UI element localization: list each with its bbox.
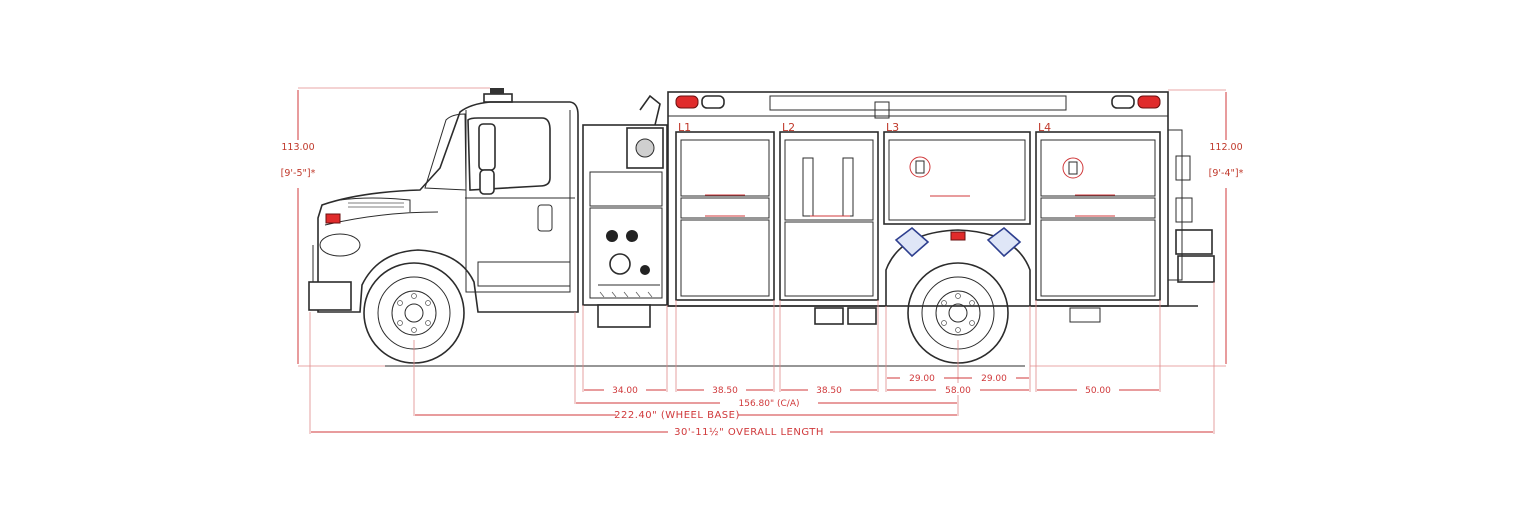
dim-l1-38-50: 38.50: [712, 386, 738, 396]
rear-top-lamp-left-clear: [701, 95, 725, 109]
rear-wheel-well: [885, 229, 1031, 306]
roof-beacon: [490, 88, 504, 94]
cylinder-holder-right: [986, 226, 1022, 258]
label-l1: L1: [678, 121, 691, 134]
roof-lightbar: [483, 93, 513, 103]
cab-body: [317, 101, 579, 313]
gauge-1: [606, 230, 618, 242]
rear-top-lamp-left-red: [675, 95, 699, 109]
compartment-l4: [1035, 131, 1161, 301]
dimension-ca: 156.80" (C/A): [576, 396, 957, 409]
cylinder-holder-left: [894, 226, 930, 258]
dim-l4-50: 50.00: [1085, 386, 1111, 396]
dim-axle-rear-29: 29.00: [981, 374, 1007, 384]
dim-wheel-base: 222.40" (WHEEL BASE): [614, 410, 740, 421]
rear-top-lamp-right-clear: [1111, 95, 1135, 109]
front-bumper: [308, 281, 352, 311]
side-mirror: [478, 123, 496, 171]
dimension-wheelbase: 222.40" (WHEEL BASE): [415, 408, 957, 421]
height-dimension-right: 112.00 [9'-4"]*: [1030, 89, 1244, 367]
dim-overall-length: 30'-11½" OVERALL LENGTH: [674, 426, 824, 438]
rear-top-lamp-right-red: [1137, 95, 1161, 109]
windshield: [424, 113, 467, 191]
truck-outline: [308, 88, 1215, 367]
label-l4: L4: [1038, 121, 1051, 134]
height-dimension-left: 113.00 [9'-5"]*: [281, 87, 490, 367]
label-l2: L2: [782, 121, 795, 134]
height-right-value: 112.00: [1209, 142, 1242, 153]
hood-vent: [339, 197, 411, 212]
pump-panel: [582, 94, 668, 328]
door-window: [467, 117, 551, 191]
cab-step: [477, 261, 571, 287]
rear-hose-reel: [1175, 229, 1213, 255]
dimension-row-1: 34.00 38.50 38.50 50.00 29.00 29.00 58.0…: [584, 371, 1159, 396]
compartment-l2: [779, 131, 879, 301]
under-step-2: [847, 307, 877, 325]
dim-l2-38-50: 38.50: [816, 386, 842, 396]
air-pack-1: [802, 157, 814, 217]
rear-panel: [1167, 129, 1183, 281]
compartment-labels: L1 L2 L3 L4: [678, 121, 1051, 134]
height-left-value: 113.00: [281, 142, 314, 153]
rear-tool-mount: [1177, 255, 1215, 283]
lower-mirror: [479, 169, 495, 195]
front-marker-light: [325, 213, 341, 224]
deck-gun: [639, 94, 661, 126]
compartment-l3: [883, 131, 1031, 225]
gauge-2: [626, 230, 638, 242]
dim-cab-to-axle: 156.80" (C/A): [739, 399, 800, 409]
rear-under-box: [1069, 307, 1101, 323]
dimension-overall: 30'-11½" OVERALL LENGTH: [311, 425, 1213, 438]
door-outline: [465, 110, 571, 293]
apparatus-body: [667, 91, 1215, 364]
extension-lines: [309, 282, 1215, 434]
under-step-1: [814, 307, 844, 325]
hose-bed-rail: [769, 95, 1067, 111]
pump-step: [597, 304, 651, 328]
air-pack-2: [842, 157, 854, 217]
height-right-feet: [9'-4"]*: [1209, 168, 1244, 179]
compartment-l1: [675, 131, 775, 301]
hood-line: [324, 211, 439, 226]
mid-marker-light: [950, 231, 966, 241]
dim-wheelwell-58: 58.00: [945, 386, 971, 396]
headlight: [319, 233, 361, 257]
dim-pump-34: 34.00: [612, 386, 638, 396]
height-left-feet: [9'-5"]*: [281, 168, 316, 179]
label-l3: L3: [886, 121, 899, 134]
door-handle: [537, 204, 553, 232]
dim-axle-front-29: 29.00: [909, 374, 935, 384]
discharge-valve: [609, 253, 631, 275]
